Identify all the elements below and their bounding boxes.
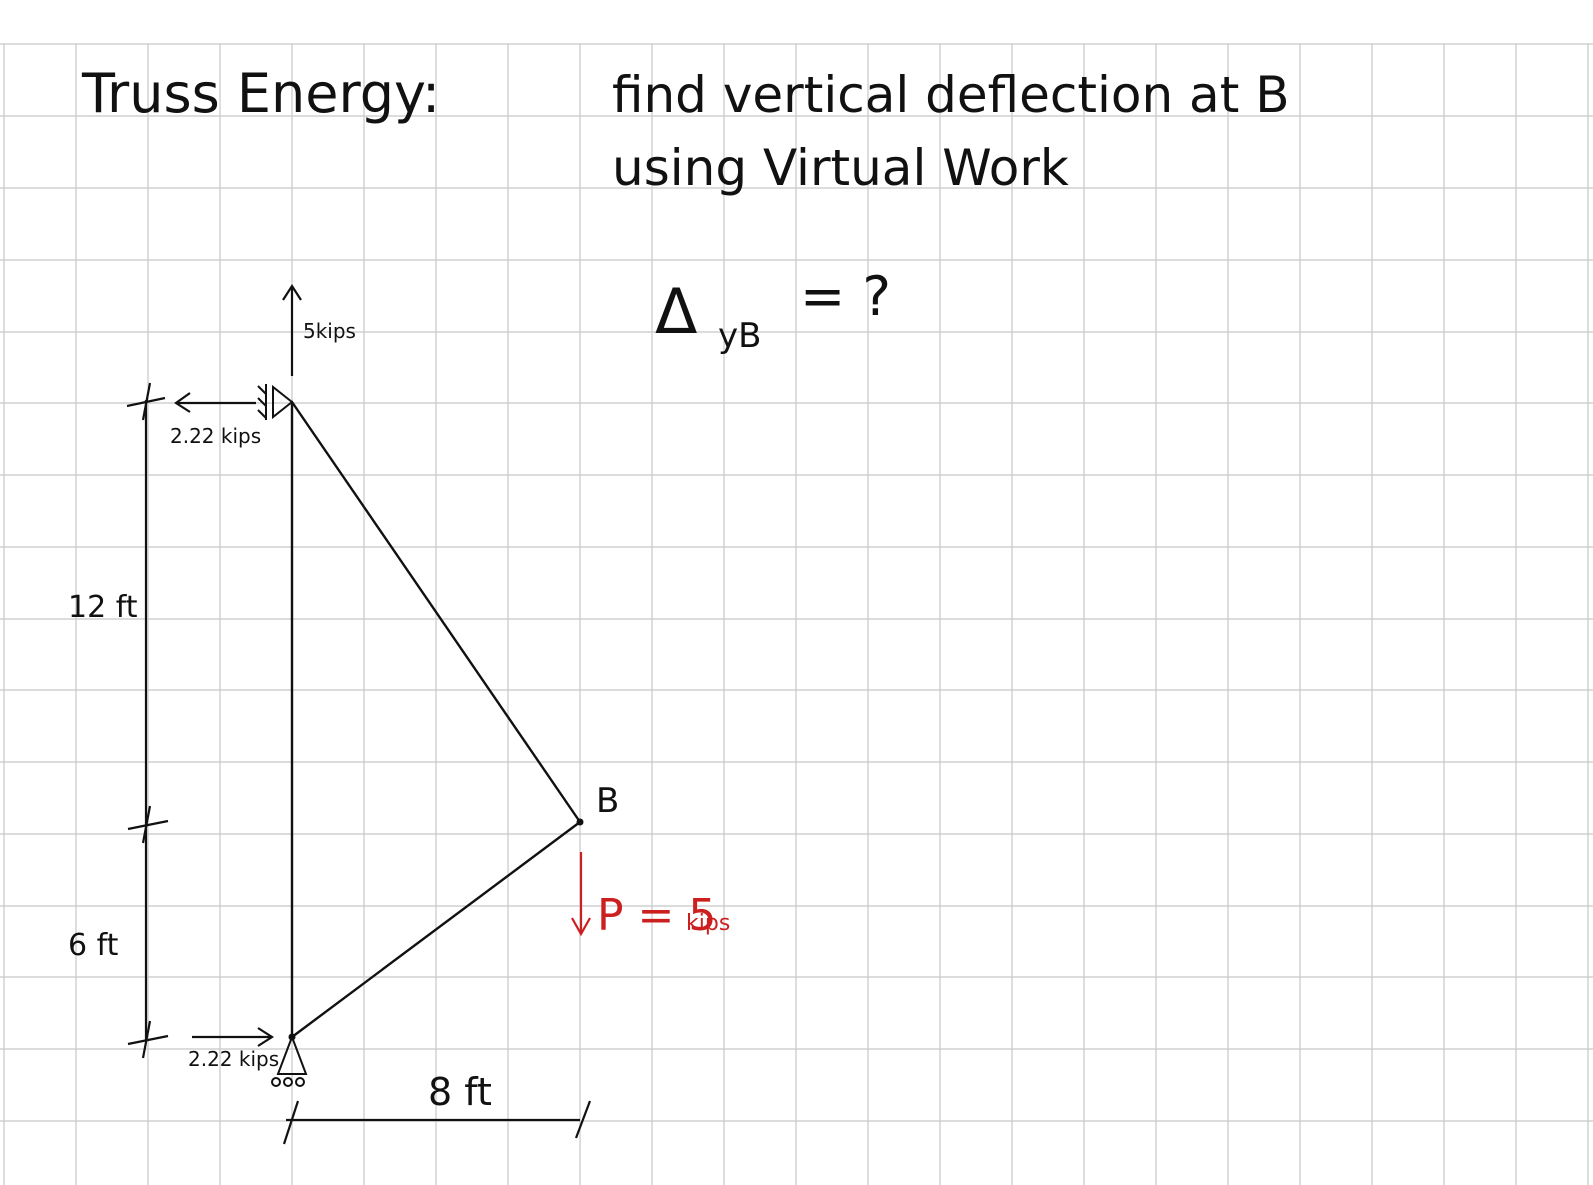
title-line1: find vertical deflection at B [612,66,1290,124]
load-label: P = 5 [597,890,716,941]
truss-members [290,400,582,1039]
reaction-bottom-horizontal-label: 2.22 kips [188,1047,279,1071]
reaction-bottom-horizontal-arrow [192,1027,275,1047]
unknown-delta: Δ [655,275,697,348]
bottom-roller-support [271,1036,308,1087]
node-label-b: B [596,781,619,821]
member-bottom-diagonal [290,820,582,1039]
top-pin-support [257,384,293,420]
load-unit: kips [686,911,730,936]
dimension-upper-height: 12 ft [68,590,138,625]
dimension-base-width: 8 ft [428,1070,492,1114]
grid-paper [0,43,1593,1185]
reaction-top-horizontal-label: 2.22 kips [170,424,261,448]
reaction-top-vertical-arrow [282,283,302,376]
node-b [576,818,584,826]
title-topic: Truss Energy: [81,62,440,125]
title-line2: using Virtual Work [612,139,1069,197]
load-arrow [571,852,591,937]
member-top-diagonal [290,400,582,824]
reaction-top-vertical-label: 5kips [303,319,356,343]
reaction-top-horizontal-arrow [174,392,256,413]
unknown-subscript: yB [718,316,761,356]
horizontal-dimension [282,1100,592,1145]
dimension-lower-height: 6 ft [68,928,119,963]
vertical-dimension [126,382,169,1059]
unknown-equals: = ? [800,265,891,328]
